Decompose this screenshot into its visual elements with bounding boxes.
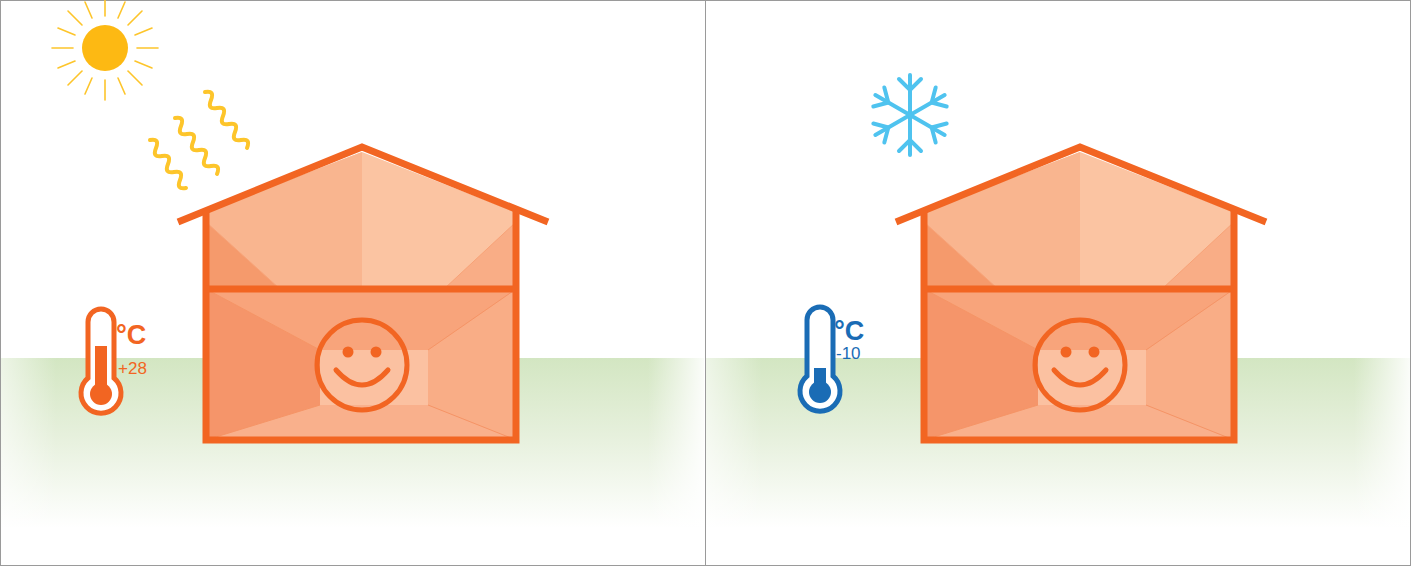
thermometer-warm <box>81 309 121 413</box>
temperature-value: -10 <box>836 345 861 362</box>
unit-label: °C <box>834 318 864 345</box>
heat-waves <box>150 92 248 189</box>
house <box>178 147 548 440</box>
unit-label: °C <box>116 322 146 349</box>
panel-divider <box>705 0 706 566</box>
sun-symbol <box>52 0 158 100</box>
snowflake-symbol <box>870 75 950 155</box>
house <box>896 147 1266 440</box>
temperature-value: +28 <box>118 360 147 377</box>
